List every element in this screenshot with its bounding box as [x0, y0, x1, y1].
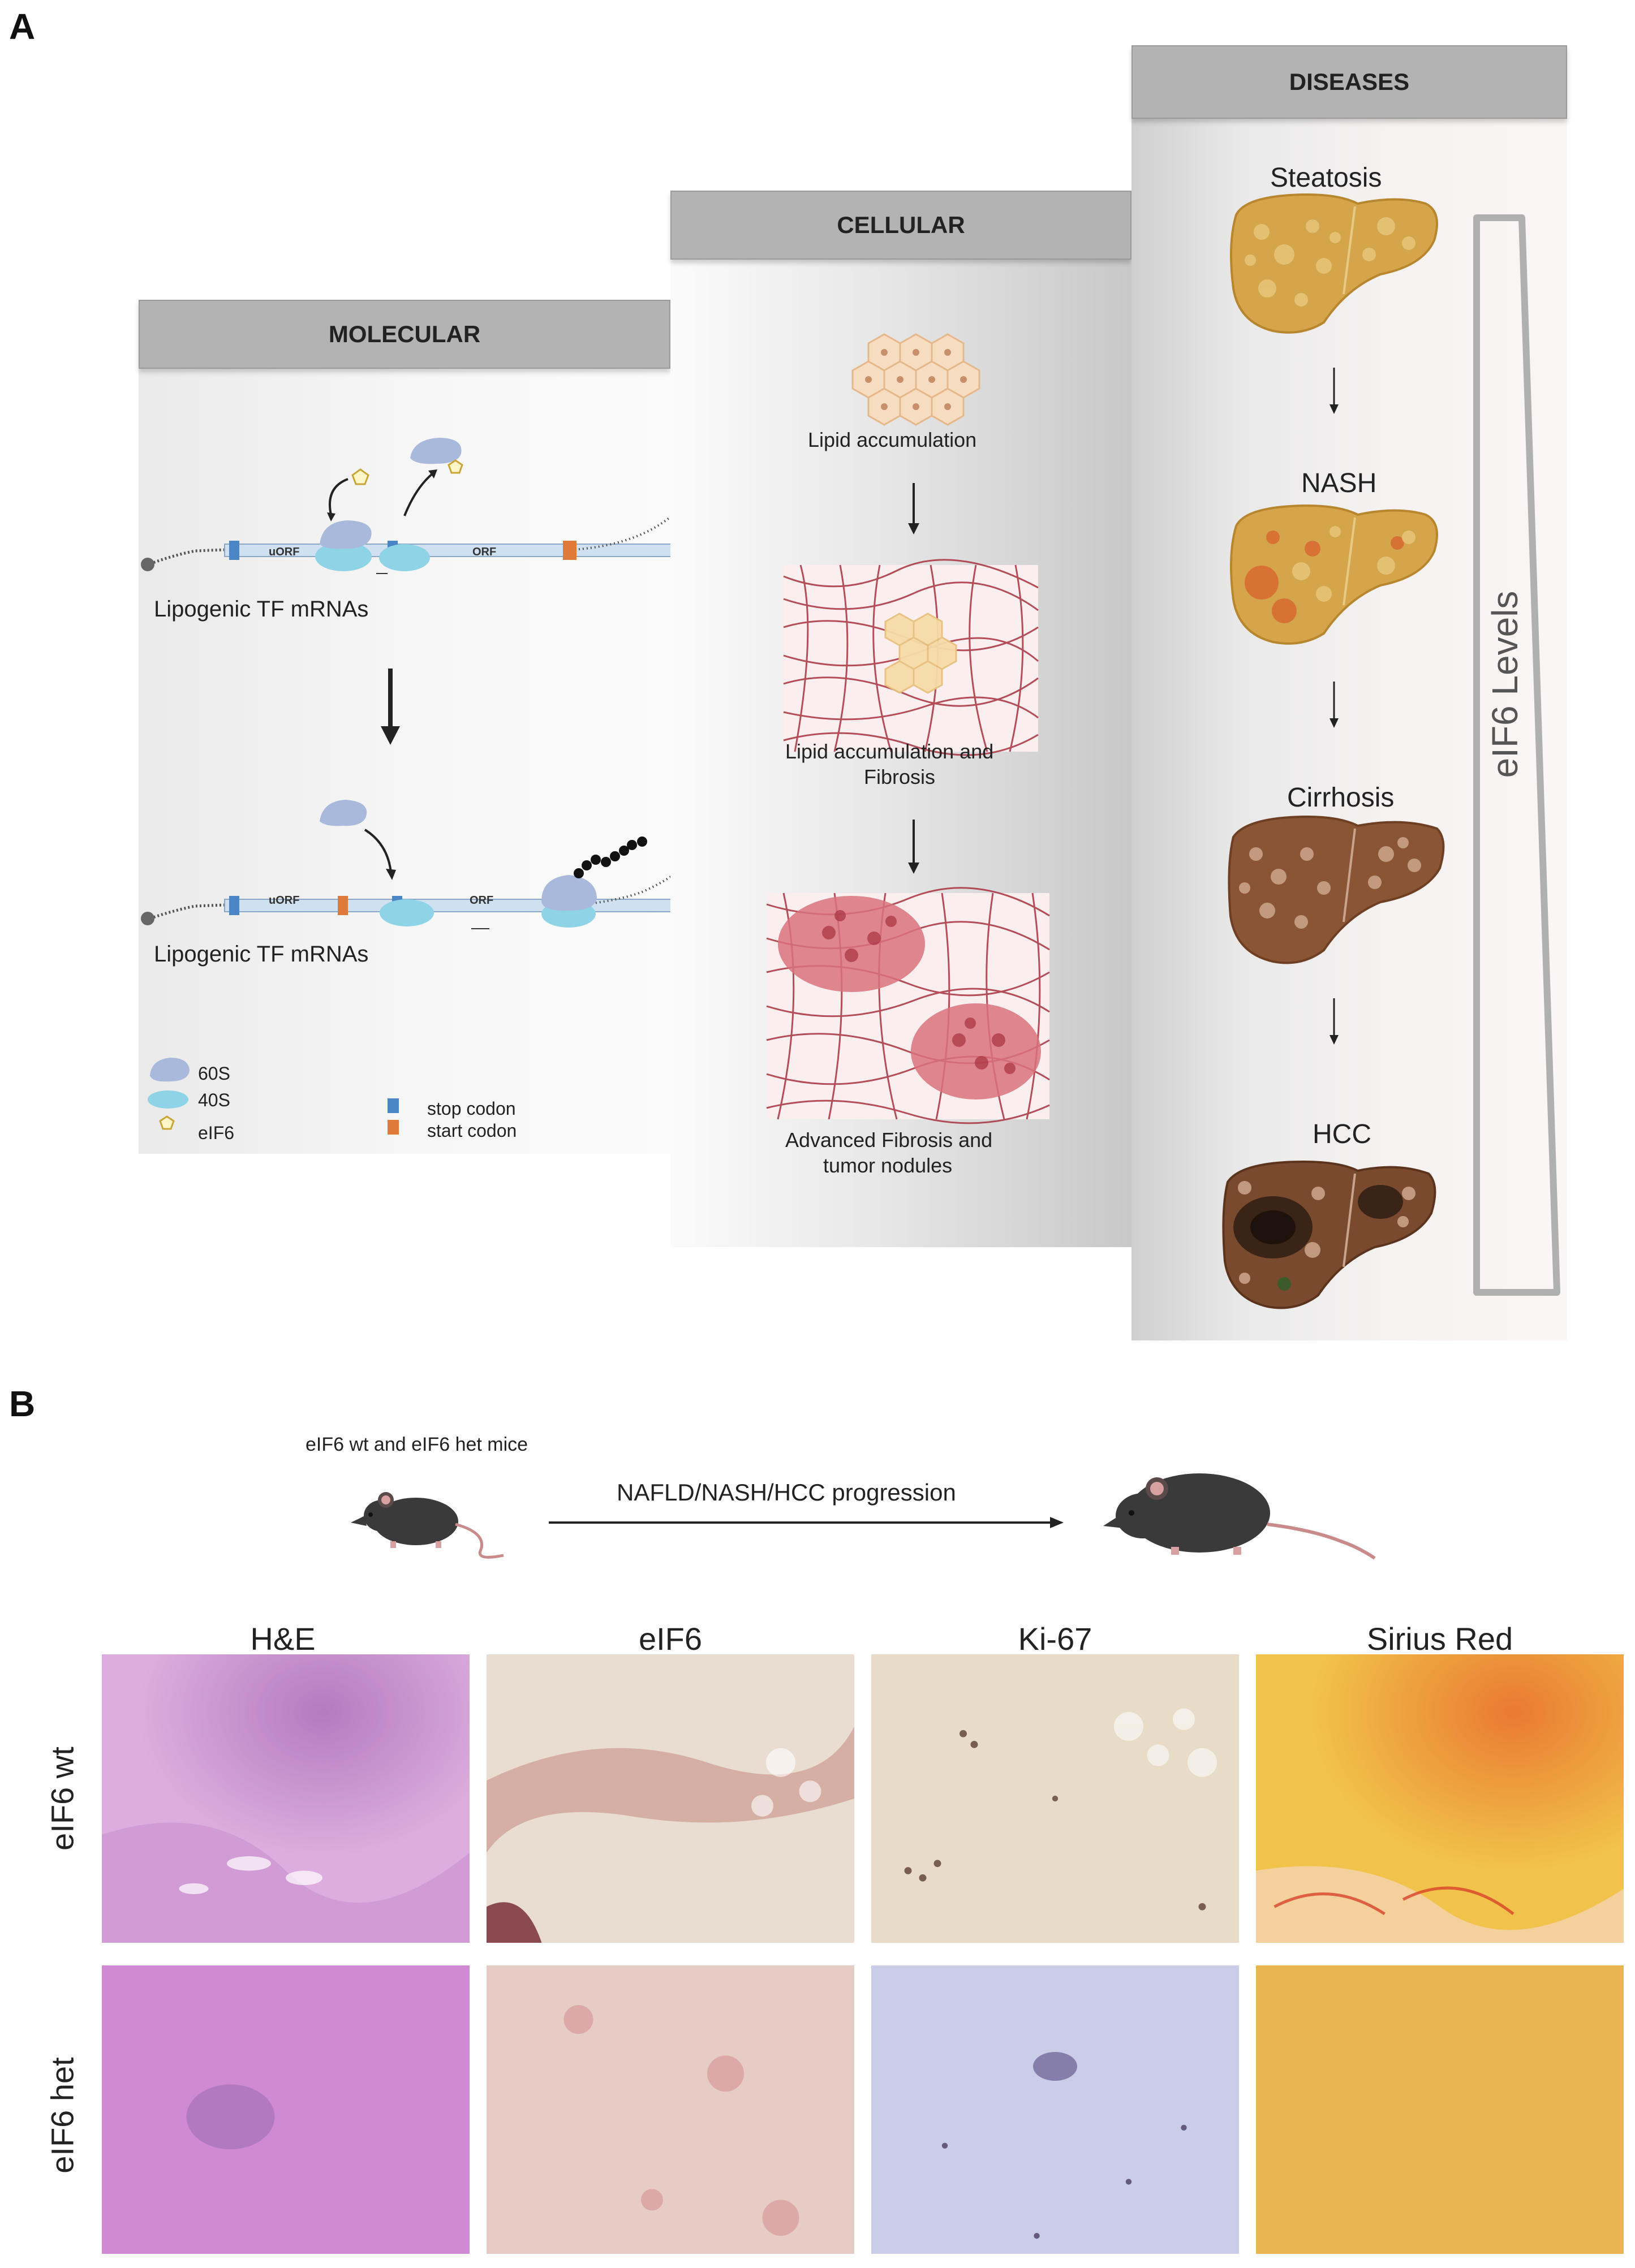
60s-subunit-icon	[320, 800, 367, 826]
progression-illustration	[351, 1473, 1376, 1560]
row-label-wt: eIF6 wt	[44, 1747, 80, 1851]
60s-subunit-icon	[320, 520, 372, 549]
panel-letter-b: B	[9, 1383, 36, 1424]
legend-start-codon-icon	[388, 1120, 399, 1135]
histology-wt-ki67	[871, 1654, 1239, 1943]
hepatocyte-cluster-icon	[851, 333, 980, 426]
mrna-label-bottom: Lipogenic TF mRNAs	[154, 942, 369, 967]
start-codon-marker	[338, 896, 348, 915]
cellular-stage2-label-line2: Fibrosis	[864, 765, 936, 788]
eif6-levels-gradient-bar	[1473, 214, 1560, 1296]
molecular-diagram	[141, 438, 670, 1135]
down-arrow	[381, 669, 400, 745]
uorf-label: uORF	[269, 546, 300, 558]
column-heading-ki67: Ki-67	[1018, 1621, 1092, 1657]
cellular-stage2-label-line1: Lipid accumulation and	[785, 740, 994, 763]
cellular-stage3-label-line2: tumor nodules	[823, 1154, 953, 1177]
disease-stage-hcc: HCC	[1313, 1119, 1371, 1149]
legend-60s-icon	[150, 1058, 190, 1082]
histology-wt-sirius-red	[1256, 1654, 1624, 1943]
orf-label: ORF	[470, 894, 494, 907]
legend-60s-label: 60S	[198, 1063, 230, 1084]
start-codon-marker	[563, 541, 576, 560]
mouse-icon-large	[1103, 1473, 1376, 1560]
molecular-column: MOLECULAR	[139, 300, 670, 1154]
stop-codon-marker	[229, 896, 239, 915]
diseases-body	[1131, 119, 1567, 1340]
disease-stage-steatosis: Steatosis	[1270, 163, 1382, 193]
cellular-diagram	[766, 333, 1050, 1124]
mice-label: eIF6 wt and eIF6 het mice	[306, 1434, 528, 1455]
40s-subunit-icon	[379, 544, 430, 571]
fibrosis-mesh-icon	[783, 559, 1039, 756]
legend-start-label: start codon	[427, 1120, 517, 1141]
orf-label: ORF	[472, 546, 497, 558]
legend-eif6-icon	[159, 1115, 175, 1130]
column-heading-eif6: eIF6	[638, 1621, 703, 1657]
mrna-top	[141, 438, 670, 574]
stop-codon-marker	[229, 541, 239, 560]
eif6-icon	[448, 459, 463, 474]
eif6-levels-label: eIF6 Levels	[1485, 590, 1525, 778]
column-heading-he: H&E	[250, 1621, 316, 1657]
progression-label: NAFLD/NASH/HCC progression	[617, 1479, 956, 1506]
histology-het-sirius-red	[1256, 1965, 1624, 2254]
histology-het-ki67	[871, 1965, 1239, 2254]
uorf-label: uORF	[269, 894, 300, 907]
60s-subunit-icon	[410, 438, 462, 464]
disease-stage-cirrhosis: Cirrhosis	[1287, 783, 1395, 813]
40s-subunit-icon	[380, 899, 434, 926]
eif6-icon	[351, 468, 369, 485]
legend-stop-codon-icon	[388, 1098, 399, 1113]
cellular-stage3-label-line1: Advanced Fibrosis and	[785, 1128, 993, 1152]
liver-hcc-icon	[1222, 1161, 1436, 1309]
legend-40s-label: 40S	[198, 1090, 230, 1110]
40s-subunit-icon	[315, 542, 372, 571]
diseases-diagram	[1222, 193, 1560, 1309]
molecular-body	[139, 369, 670, 1154]
histology-het-eif6	[487, 1965, 854, 2254]
legend-stop-label: stop codon	[427, 1098, 516, 1119]
legend-eif6-label: eIF6	[198, 1123, 235, 1143]
panel-letter-a: A	[9, 6, 36, 47]
liver-nash-icon	[1230, 505, 1438, 645]
molecular-header: MOLECULAR	[139, 300, 670, 369]
cap-icon	[141, 912, 154, 925]
disease-stage-nash: NASH	[1301, 468, 1377, 498]
liver-cirrhosis-icon	[1228, 816, 1445, 964]
mrna-bottom	[141, 800, 670, 929]
60s-subunit-icon	[541, 875, 597, 911]
histology-wt-eif6	[487, 1654, 854, 1943]
column-heading-sirius-red: Sirius Red	[1366, 1621, 1513, 1657]
row-label-het: eIF6 het	[44, 2057, 80, 2174]
mouse-icon-small	[351, 1492, 504, 1559]
legend-40s-icon	[148, 1090, 188, 1109]
mrna-label-top: Lipogenic TF mRNAs	[154, 597, 369, 622]
peptide-chain-icon	[574, 837, 647, 878]
diseases-header: DISEASES	[1131, 45, 1567, 119]
molecular-legend	[148, 1058, 399, 1135]
histology-het-he	[102, 1965, 470, 2254]
tumor-nodules-icon	[766, 887, 1050, 1124]
diseases-column: DISEASES	[1131, 45, 1567, 1340]
histology-wt-he	[102, 1654, 470, 1943]
cap-icon	[141, 558, 154, 571]
cellular-header: CELLULAR	[670, 191, 1131, 260]
cellular-stage1-label: Lipid accumulation	[808, 428, 977, 451]
liver-steatosis-icon	[1230, 193, 1438, 334]
